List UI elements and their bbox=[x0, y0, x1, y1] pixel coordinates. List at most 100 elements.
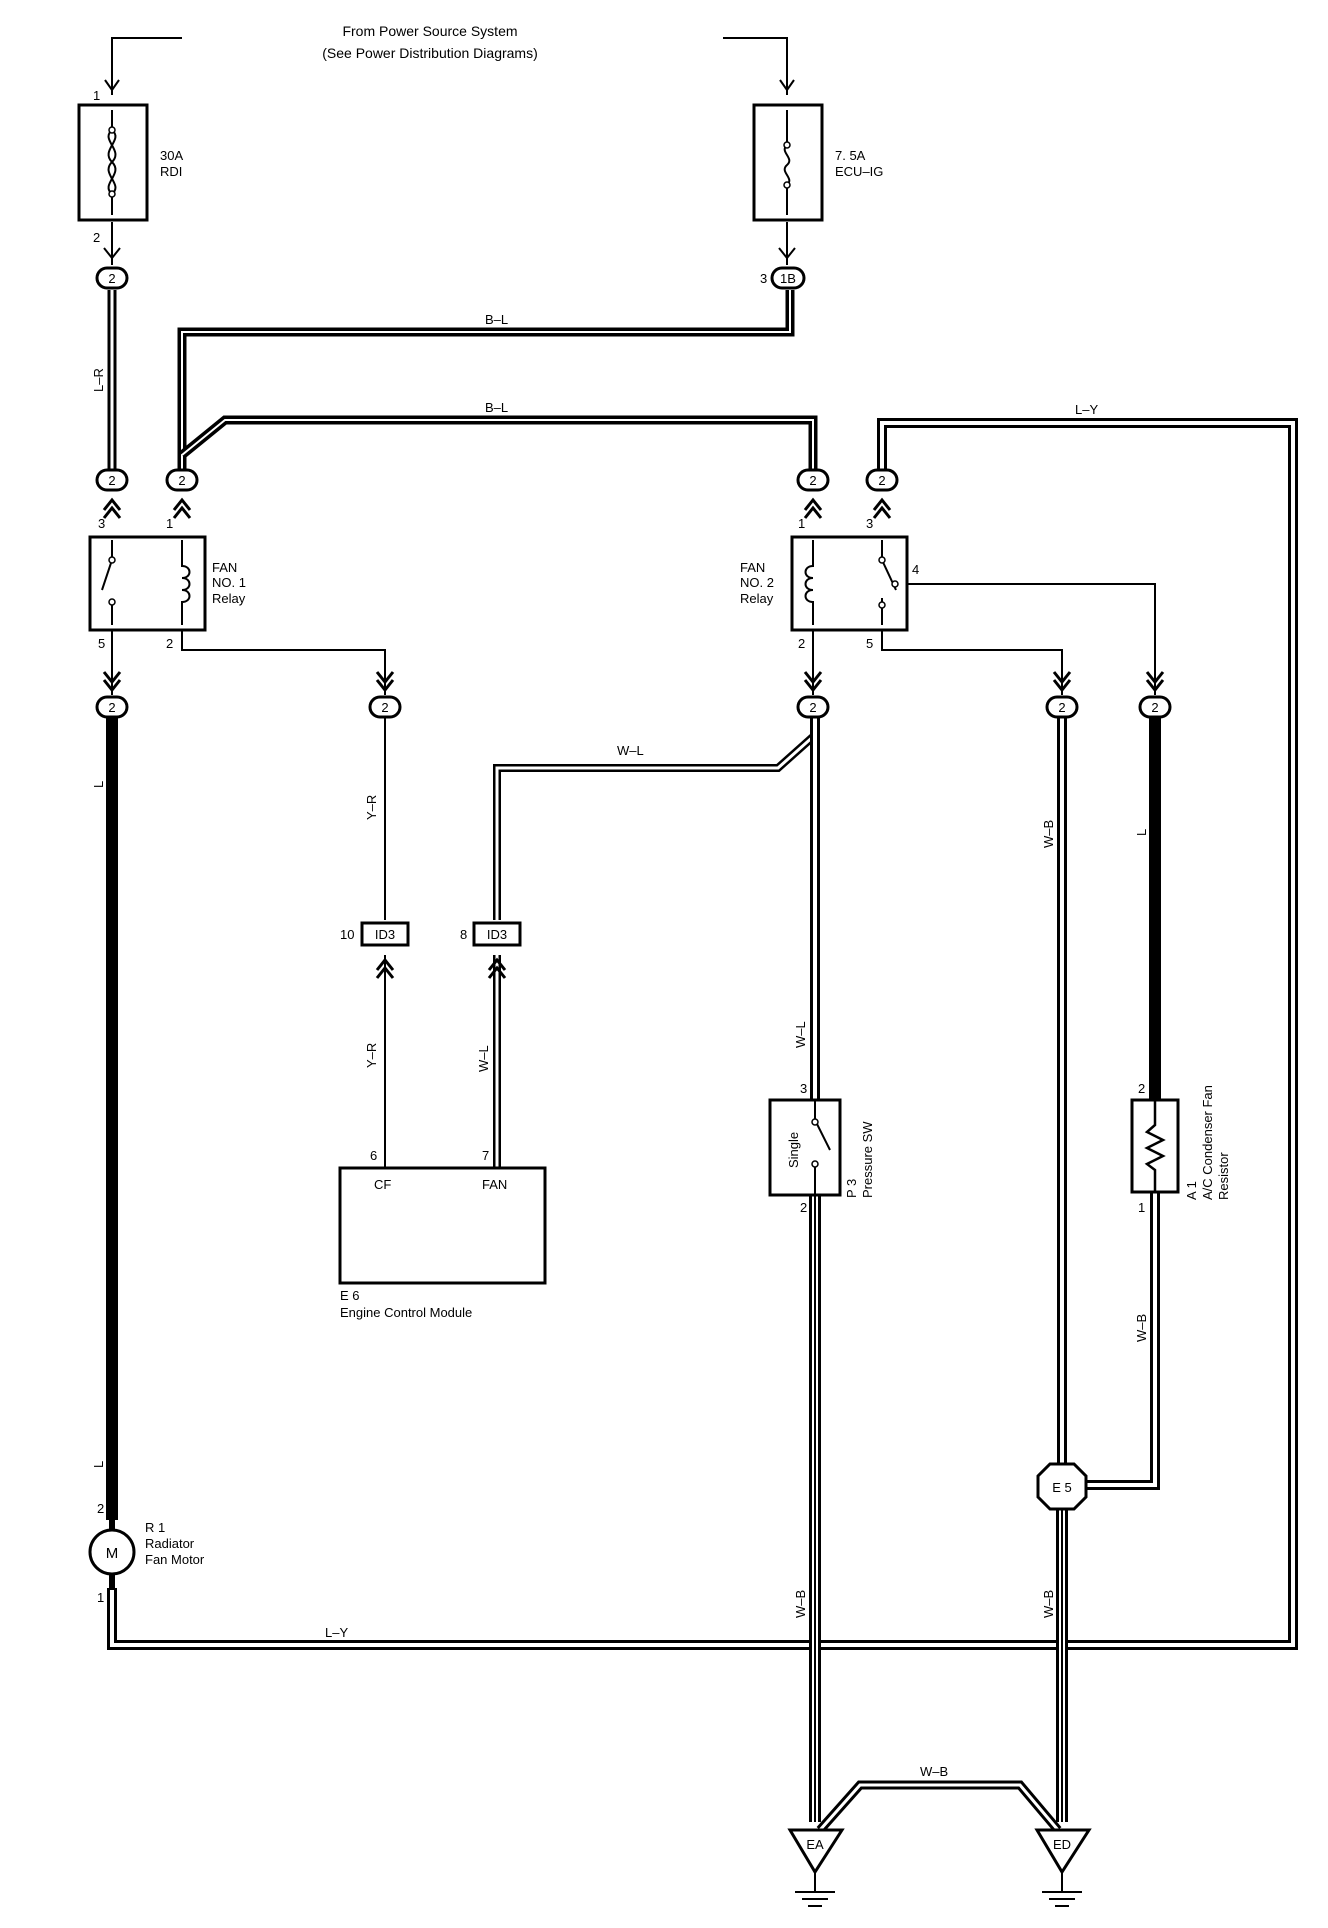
resistor-name-1: A/C Condenser Fan bbox=[1200, 1085, 1215, 1200]
pressure-switch-pin-bottom: 2 bbox=[800, 1200, 807, 1215]
arrow-ecuig-out bbox=[778, 247, 796, 260]
connector-oval bbox=[95, 266, 129, 290]
fuse-ecuig-dot-top bbox=[783, 141, 791, 149]
arrow-id3-yr bbox=[375, 957, 395, 979]
wire-label-l-1: L bbox=[91, 781, 106, 788]
wire-feed-rdi bbox=[111, 37, 182, 95]
connector-fan2-4-label: 2 bbox=[1151, 700, 1158, 715]
ecm bbox=[338, 1166, 547, 1285]
wire-color-labels: B–L B–L L–Y L–Y W–L W–B L–R L L Y–R Y–R … bbox=[91, 312, 1149, 1779]
fuse-rdi-dot-bottom bbox=[108, 190, 116, 198]
connector-oval bbox=[796, 695, 830, 719]
relay-fan2 bbox=[790, 535, 909, 632]
motor-name-2: Fan Motor bbox=[145, 1552, 205, 1567]
header-text: From Power Source System (See Power Dist… bbox=[322, 23, 538, 61]
relay-fan2-contact-mid bbox=[891, 580, 899, 588]
connector-fan2-5-label: 2 bbox=[1058, 700, 1065, 715]
ground-ed-lines bbox=[1042, 1872, 1082, 1907]
connectors bbox=[95, 266, 1172, 719]
relay-fan1-coil bbox=[181, 540, 191, 625]
motor: M bbox=[88, 1515, 136, 1590]
header-line-2: (See Power Distribution Diagrams) bbox=[322, 45, 538, 61]
relay-fan1-contact-top bbox=[108, 556, 116, 564]
relay-fan2-pin-4: 4 bbox=[912, 562, 919, 577]
arrow-fan2-3 bbox=[872, 497, 892, 519]
arrow-feed-rdi bbox=[104, 79, 120, 92]
motor-labels: 2 1 R 1 Radiator Fan Motor bbox=[97, 1501, 205, 1605]
connector-fan1-5-label: 2 bbox=[108, 700, 115, 715]
wire-label-l-resistor: L bbox=[1134, 829, 1149, 836]
resistor-labels: 2 1 A 1 A/C Condenser Fan Resistor bbox=[1138, 1081, 1231, 1215]
relay-fan2-label-3: Relay bbox=[740, 591, 774, 606]
ecm-name: Engine Control Module bbox=[340, 1305, 472, 1320]
wire-fan2-4 bbox=[895, 583, 1156, 695]
ground-ed-triangle bbox=[1034, 1828, 1092, 1875]
fuse-rdi-pin-in: 1 bbox=[93, 88, 100, 103]
arrow-fan2-5 bbox=[1052, 671, 1072, 693]
ecm-terminal-fan: FAN bbox=[482, 1177, 507, 1192]
wire-label-wb-resistor: W–B bbox=[1134, 1314, 1149, 1342]
relay-fan1-label-3: Relay bbox=[212, 591, 246, 606]
motor-circle bbox=[88, 1528, 136, 1576]
ecm-pin-fan: 7 bbox=[482, 1148, 489, 1163]
arrow-fan1-3 bbox=[102, 497, 122, 519]
wire-wb-resistor-core bbox=[1087, 1190, 1157, 1487]
pressure-switch-pin-top: 3 bbox=[800, 1081, 807, 1096]
wire-label-wb-bridge: W–B bbox=[920, 1764, 948, 1779]
fuse-ecuig bbox=[752, 103, 824, 222]
arrow-fan2-2 bbox=[803, 671, 823, 693]
arrow-id3-wl bbox=[487, 957, 507, 979]
fuse-labels: 1 2 30A RDI 7. 5A ECU–IG 3 bbox=[93, 88, 883, 286]
arrow-fan1-1 bbox=[172, 497, 192, 519]
pressure-switch-dot-top bbox=[811, 1118, 819, 1126]
fuse-ecuig-name: ECU–IG bbox=[835, 164, 883, 179]
relay-fan2-contact-top bbox=[878, 556, 886, 564]
connector-1b-label: 1B bbox=[780, 271, 796, 286]
relay-labels: FAN NO. 1 Relay 3 1 5 2 FAN NO. 2 Relay … bbox=[98, 516, 919, 651]
arrow-fan1-2 bbox=[375, 671, 395, 693]
connector-oval bbox=[95, 468, 129, 492]
pressure-switch-name: Pressure SW bbox=[860, 1121, 875, 1198]
junction-id3: ID3 ID3 bbox=[360, 921, 522, 947]
splice-e5: E 5 bbox=[1036, 1462, 1088, 1511]
relay-fan1-label-1: FAN bbox=[212, 560, 237, 575]
header-line-1: From Power Source System bbox=[342, 23, 517, 39]
relay-fan2-label-1: FAN bbox=[740, 560, 765, 575]
wire-label-bl-upper: B–L bbox=[485, 312, 508, 327]
relay-fan2-label-2: NO. 2 bbox=[740, 575, 774, 590]
wire-ly bbox=[107, 418, 1298, 1650]
motor-pin-top: 2 bbox=[97, 1501, 104, 1516]
wire-fan1-2 bbox=[181, 622, 386, 695]
junction-id3-label-2: ID3 bbox=[487, 927, 507, 942]
fuse-rdi-pin-out: 2 bbox=[93, 230, 100, 245]
relay-fan1-pin-3: 3 bbox=[98, 516, 105, 531]
resistor bbox=[1130, 1098, 1180, 1194]
wire-bl-lower-core bbox=[181, 419, 814, 470]
wire-label-yr-2: Y–R bbox=[364, 1043, 379, 1068]
pressure-switch-single: Single bbox=[786, 1132, 801, 1168]
relay-fan2-pin-5: 5 bbox=[866, 636, 873, 651]
connector-oval bbox=[865, 468, 899, 492]
wire-label-wb-e5-lower: W–B bbox=[1041, 1590, 1056, 1618]
ground-ed-label: ED bbox=[1053, 1837, 1071, 1852]
wire-label-ly-top: L–Y bbox=[1075, 402, 1098, 417]
ground-ea-triangle bbox=[787, 1828, 845, 1875]
ecm-code: E 6 bbox=[340, 1288, 360, 1303]
resistor-pin-top: 2 bbox=[1138, 1081, 1145, 1096]
connector-oval bbox=[1045, 695, 1079, 719]
fuse-ecuig-element bbox=[783, 110, 791, 215]
arrow-fan2-4 bbox=[1145, 671, 1165, 693]
wire-wl-upper bbox=[493, 718, 819, 920]
relay-fan2-pin-2: 2 bbox=[798, 636, 805, 651]
connector-rdi-label: 2 bbox=[108, 271, 115, 286]
pressure-switch-labels: 3 2 Single P 3 Pressure SW bbox=[786, 1081, 875, 1215]
motor-symbol: M bbox=[106, 1545, 119, 1562]
wire-ly-core bbox=[110, 421, 1295, 1647]
connector-fan1-3-label: 2 bbox=[108, 473, 115, 488]
connector-oval bbox=[368, 695, 402, 719]
relay-fan1-contact-bottom bbox=[108, 598, 116, 606]
ground-ea-label: EA bbox=[806, 1837, 824, 1852]
ecm-terminal-cf: CF bbox=[374, 1177, 391, 1192]
junction-id3-box-1 bbox=[360, 921, 410, 947]
wire-label-bl-lower: B–L bbox=[485, 400, 508, 415]
